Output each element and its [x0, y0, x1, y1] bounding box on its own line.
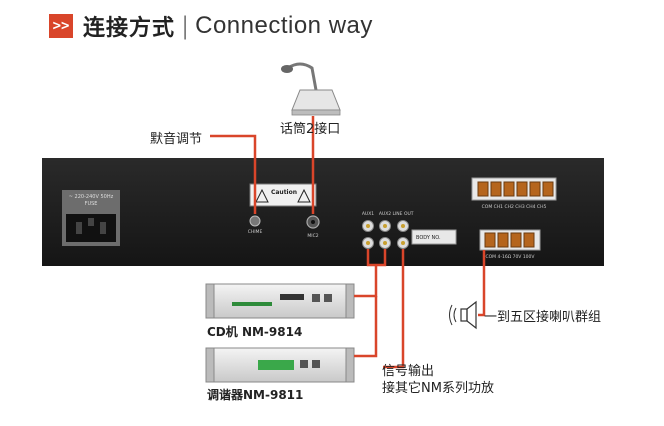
chime-label: CHIME [248, 229, 263, 235]
mute-adjust-label: 默音调节 [150, 132, 203, 147]
mic2-jack: MIC2 [306, 215, 320, 239]
aux2-label: AUX2 [379, 211, 391, 217]
source-bus-wire [354, 265, 378, 298]
tuner-wire [354, 296, 378, 358]
aux1-label: AUX1 [362, 211, 374, 217]
connection-wires [210, 116, 486, 369]
mic2-label: MIC2 [307, 233, 318, 239]
power-socket-label: ~ 220-240V 50Hz [69, 194, 114, 200]
lineout-wire [383, 249, 405, 369]
header-separator: | [181, 12, 190, 40]
lineout-label: LINE OUT [392, 211, 413, 217]
signal-out-label-line2: 接其它NM系列功放 [382, 381, 494, 396]
output-terminal-labels: COM 4-16Ω 70V 100V [486, 254, 536, 260]
zone-labels: COM CH1 CH2 CH3 CH4 CH5 [482, 204, 547, 210]
header-badge: >> [49, 14, 73, 38]
cd-player-device [205, 283, 355, 319]
chime-knob: CHIME [248, 215, 263, 235]
tuner-label: 调谐器NM-9811 [207, 388, 304, 402]
fuse-label: FUSE [85, 201, 98, 207]
cd-player-label: CD机 NM-9814 [207, 325, 303, 339]
body-number-plate: BODY NO. [411, 229, 457, 245]
body-number-text: BODY NO. [416, 235, 441, 241]
microphone-icon [281, 62, 341, 116]
zone-terminal-block: COM CH1 CH2 CH3 CH4 CH5 [471, 177, 557, 210]
mute-wire [210, 134, 257, 214]
output-terminal-block: COM 4-16Ω 70V 100V [479, 229, 541, 260]
power-socket: ~ 220-240V 50Hz FUSE [62, 190, 120, 246]
rca-jacks: AUX1 AUX2 LINE OUT [362, 211, 414, 249]
signal-out-label-line1: 信号输出 [382, 364, 435, 379]
tuner-device [205, 347, 355, 383]
speaker-icon [449, 300, 477, 330]
header-title-cn: 连接方式 [83, 16, 176, 41]
speaker-wire [478, 250, 486, 317]
warning-text: Caution [271, 189, 297, 196]
header-title-en: Connection way [195, 12, 373, 39]
speaker-groups-label: 一到五区接喇叭群组 [484, 310, 602, 325]
warning-label: Caution [249, 183, 317, 207]
section-header: >> 连接方式 | Connection way [49, 12, 373, 41]
mic2-port-label: 话筒2接口 [280, 122, 341, 137]
